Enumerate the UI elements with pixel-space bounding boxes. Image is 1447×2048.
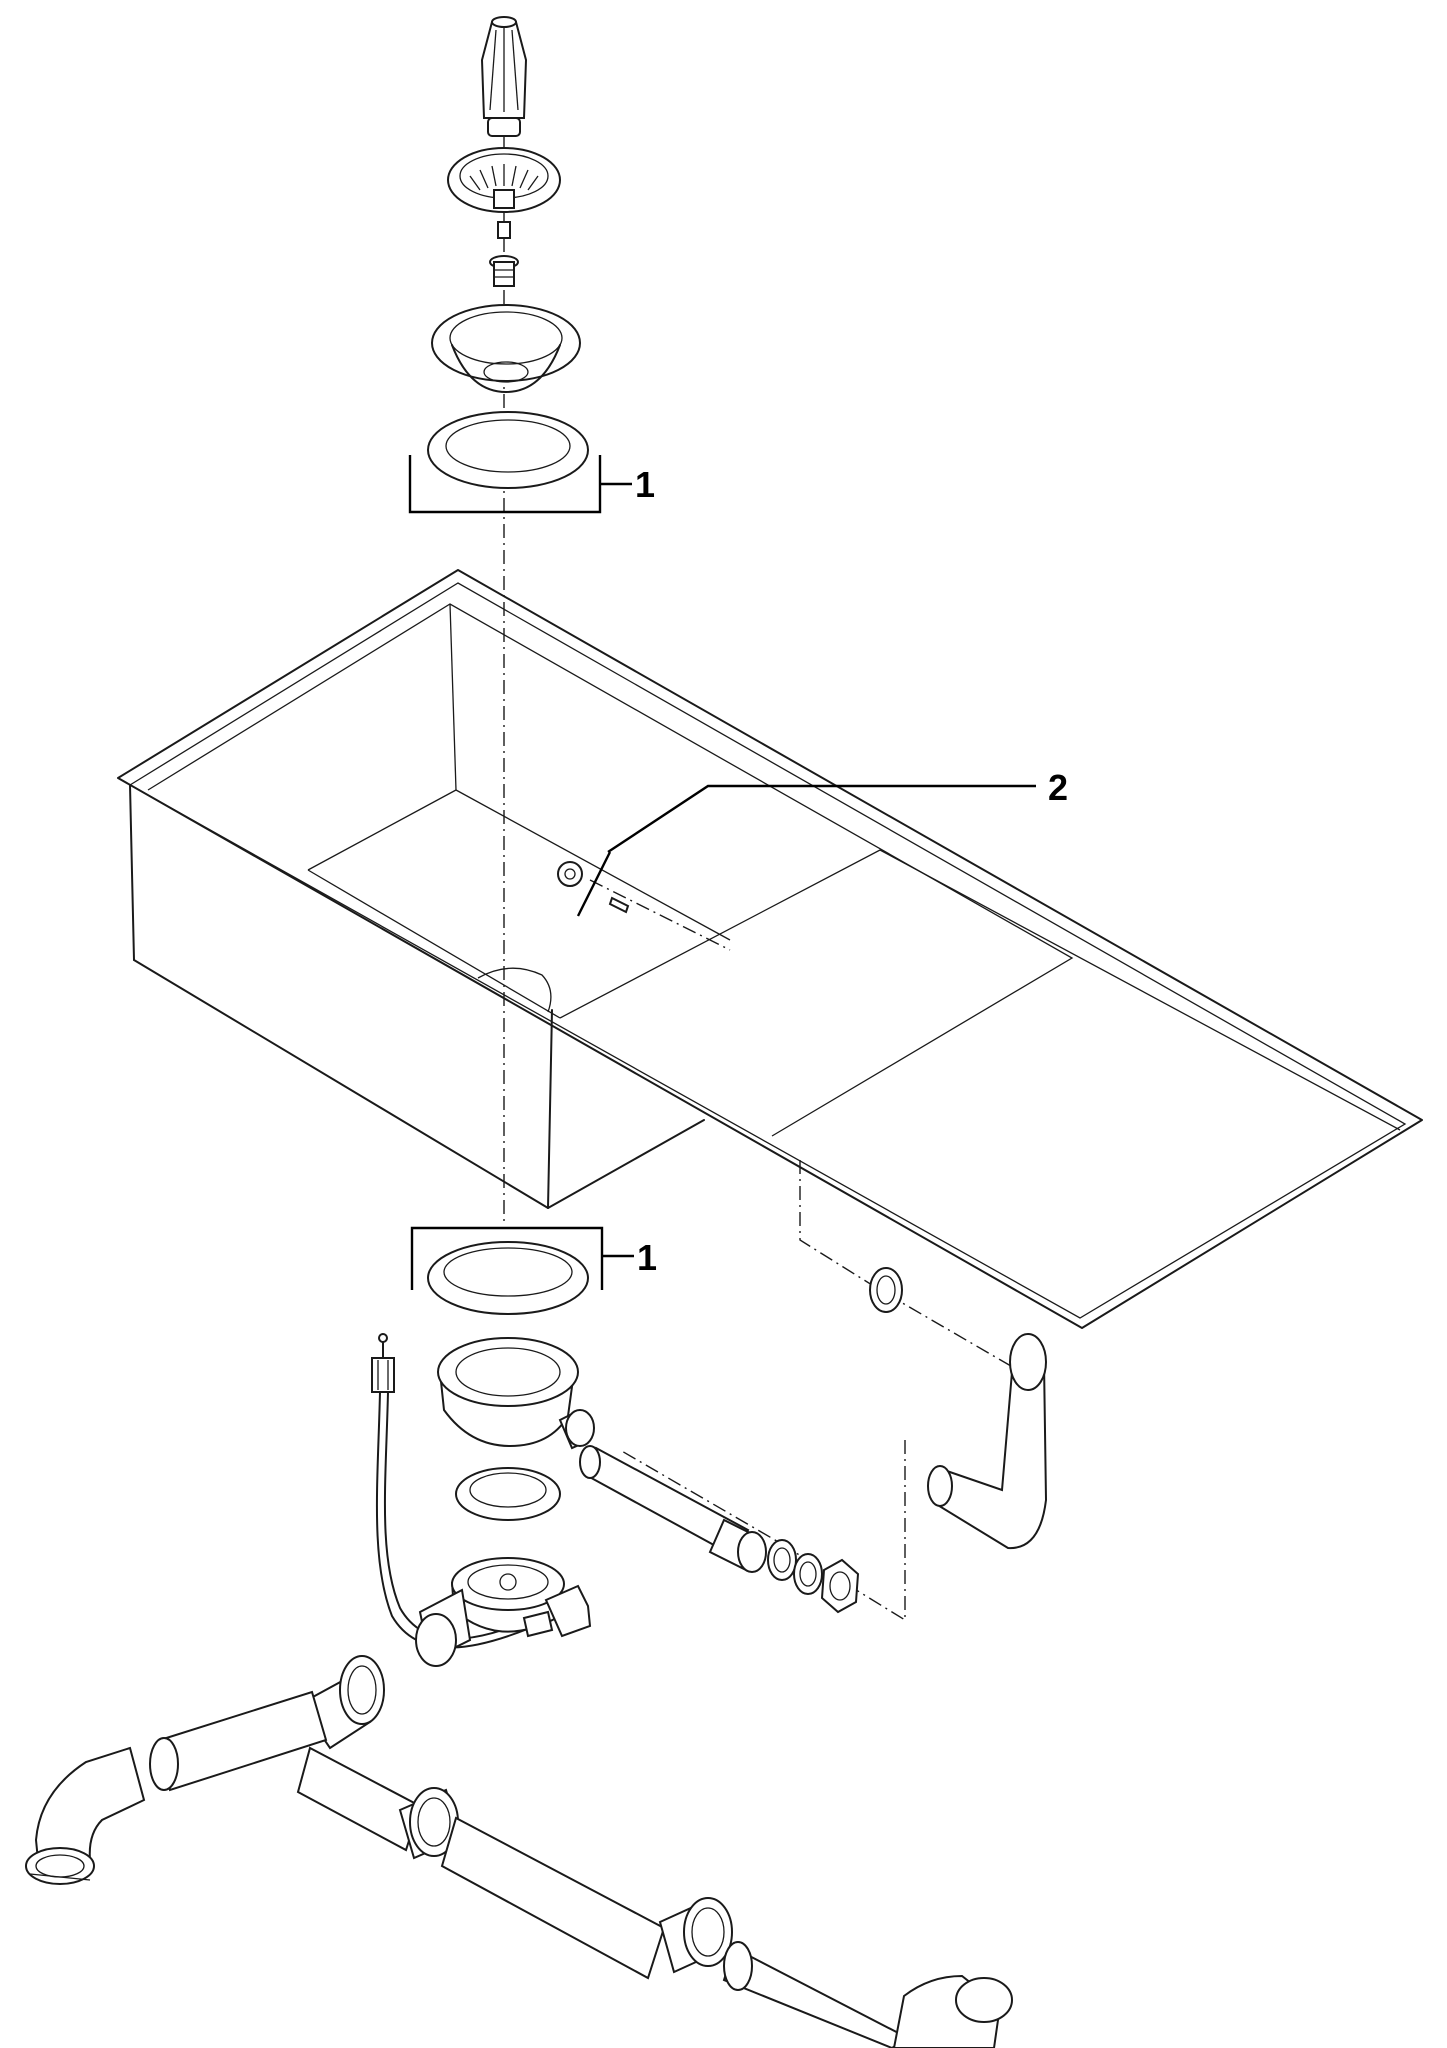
overflow-callout-leader: [607, 784, 1036, 854]
overflow-elbow: [927, 1333, 1048, 1550]
waste-pipe-assembly: [25, 1655, 1013, 2048]
bottom-sealing-ring: [427, 1241, 589, 1315]
overflow-fitting: [557, 861, 630, 914]
strainer-basket: [447, 147, 561, 239]
overflow-pipe: [579, 1445, 767, 1573]
valve-housing: [415, 1557, 592, 1667]
screw: [489, 255, 519, 287]
drain-flange: [431, 304, 581, 393]
bottom-callout-label: 1: [637, 1237, 657, 1278]
bottom-callout-bracket: [410, 1226, 604, 1290]
overflow-callout-label: 2: [1048, 767, 1068, 808]
union-nut: [820, 1558, 860, 1614]
strainer-knob: [480, 16, 528, 137]
remote-control-cable: [371, 1333, 531, 1649]
drain-body: [437, 1337, 595, 1450]
top-callout-label: 1: [635, 464, 655, 505]
overflow-slash: [576, 851, 612, 917]
connection-rings: [767, 1539, 823, 1595]
top-sealing-ring: [427, 411, 589, 489]
center-axis-lines: [503, 30, 1036, 1622]
gasket-ring: [455, 1467, 561, 1521]
sink-body: [117, 569, 1423, 1329]
overflow-ring: [869, 1267, 903, 1313]
